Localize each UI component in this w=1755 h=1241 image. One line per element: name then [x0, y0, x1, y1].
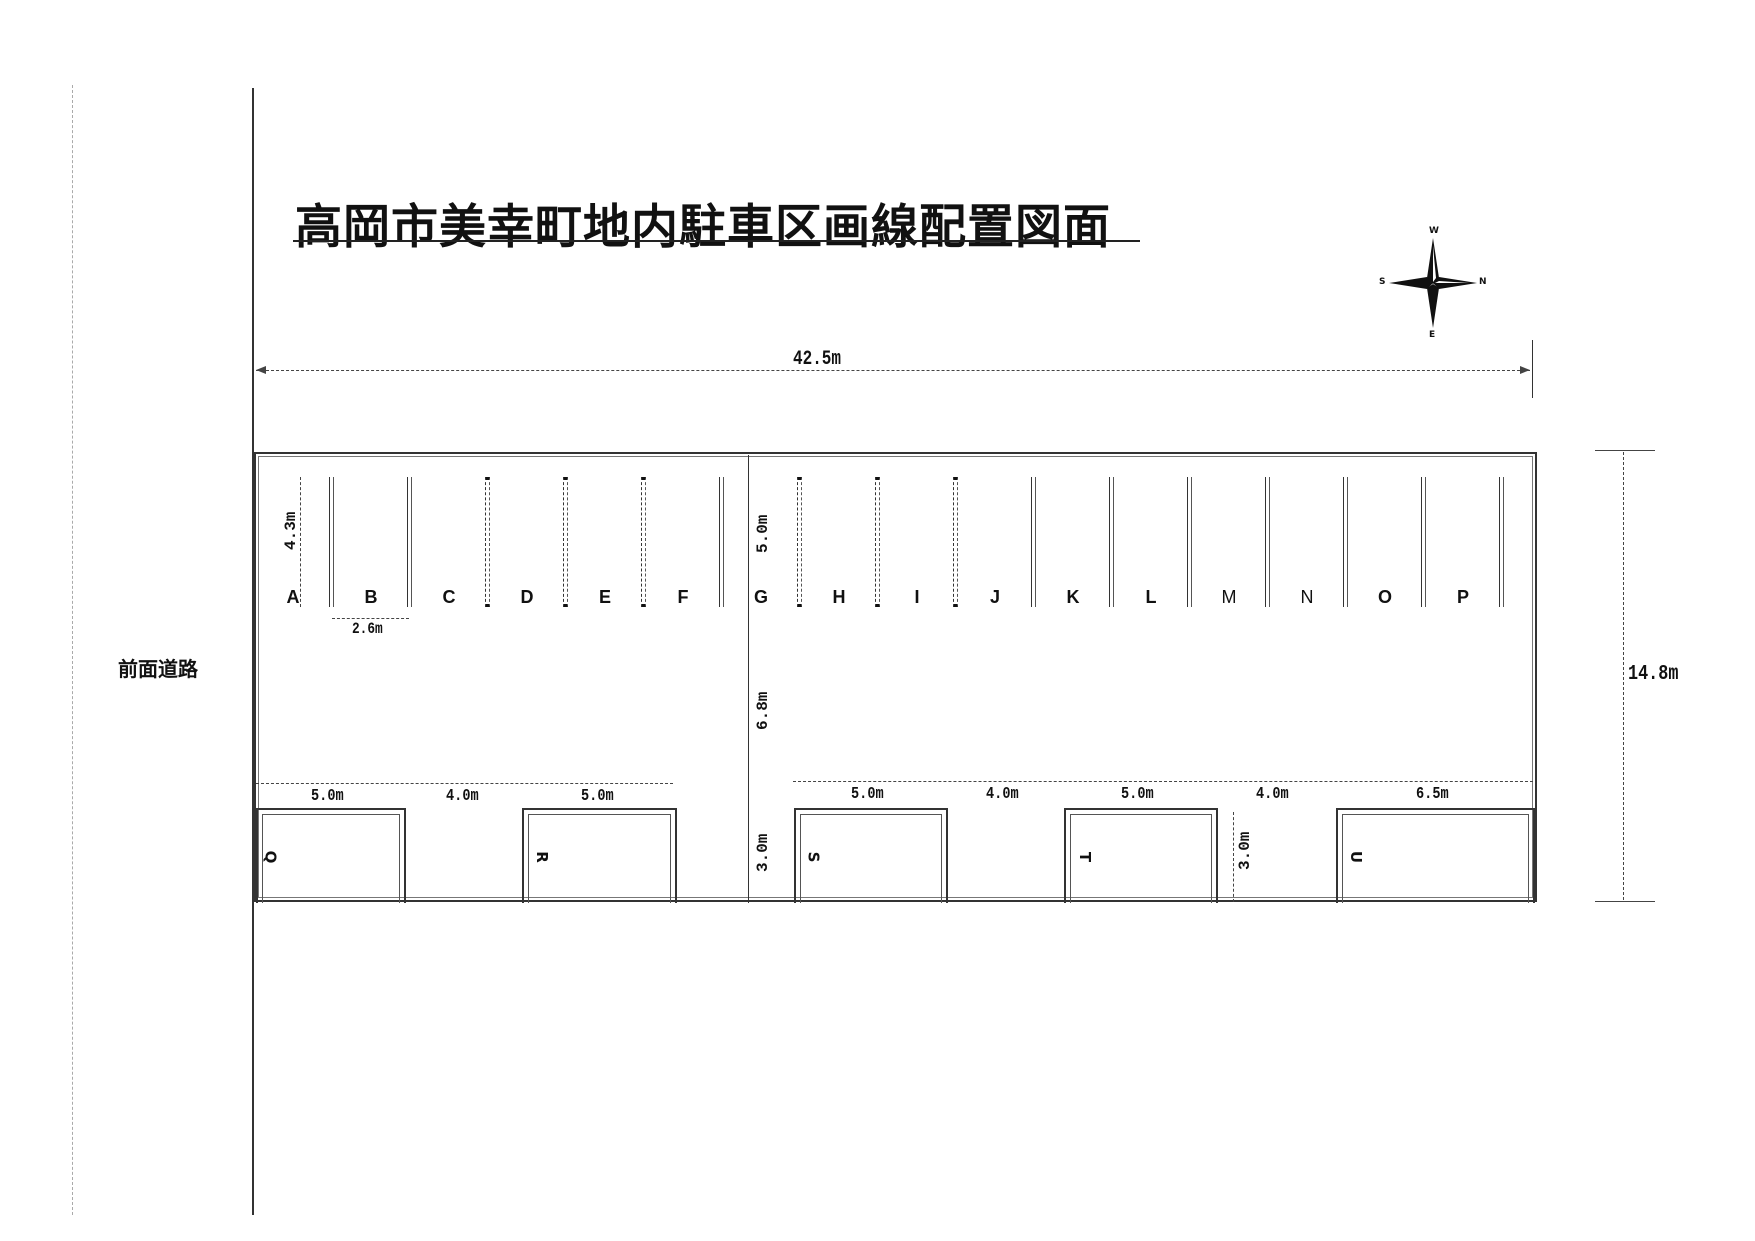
bottom-depth-label-2: 3.0m	[1236, 831, 1254, 870]
bottom-width-label: 4.0m	[446, 787, 479, 806]
bottom-dim-line-left	[256, 783, 673, 784]
space-label-t: T	[1076, 851, 1095, 863]
stall-label-f: F	[677, 587, 689, 607]
width-dim-line	[256, 370, 1530, 371]
depth-ext-top	[1595, 450, 1655, 451]
stall-divider	[485, 477, 490, 607]
stall-divider	[1499, 477, 1504, 607]
space-label-s: S	[804, 851, 823, 863]
stall-label-k: K	[1066, 587, 1080, 607]
aisle-depth-label: 6.8m	[754, 691, 772, 730]
stall-label-d: D	[520, 587, 534, 607]
bottom-width-label: 5.0m	[581, 787, 614, 806]
compass-n-label: N	[1479, 277, 1487, 287]
front-road-label: 前面道路	[118, 657, 198, 681]
bottom-width-label: 6.5m	[1416, 785, 1449, 804]
compass-icon	[1389, 238, 1477, 328]
bottom-width-label: 5.0m	[851, 785, 884, 804]
bottom-dim-line-right	[793, 781, 1533, 782]
bottom-space-u	[1336, 808, 1535, 903]
parking-lot-inner-line	[258, 456, 1533, 898]
bottom-depth-line-2	[1233, 812, 1234, 902]
bottom-depth-label-1: 3.0m	[754, 833, 772, 872]
bottom-space-q	[256, 808, 406, 903]
stall-depth-left-label: 4.3m	[282, 511, 300, 550]
stall-divider	[641, 477, 646, 607]
lot-center-divider	[748, 455, 749, 903]
stall-label-g: G	[753, 587, 769, 607]
stall-divider	[875, 477, 880, 607]
stall-depth-right-label: 5.0m	[754, 514, 772, 553]
stall-label-b: B	[364, 587, 378, 607]
stall-label-e: E	[598, 587, 612, 607]
bottom-width-label: 5.0m	[1121, 785, 1154, 804]
bottom-width-label: 5.0m	[311, 787, 344, 806]
bottom-width-label: 4.0m	[986, 785, 1019, 804]
width-arrow-left	[256, 366, 266, 374]
stall-label-o: O	[1377, 587, 1393, 607]
stall-label-n: N	[1300, 587, 1314, 607]
width-arrow-right	[1520, 366, 1530, 374]
stall-depth-left-line	[300, 477, 301, 607]
margin-guide-line	[72, 85, 73, 1215]
drawing-title: 高岡市美幸町地内駐車区画線配置図面	[295, 200, 1111, 255]
bottom-width-label: 4.0m	[1256, 785, 1289, 804]
stall-divider	[407, 477, 412, 607]
width-ext-right	[1532, 340, 1533, 398]
compass-s-label: S	[1379, 277, 1386, 287]
stall-label-l: L	[1145, 587, 1157, 607]
stall-label-i: I	[914, 587, 920, 607]
space-label-r: R	[532, 851, 551, 863]
stall-divider	[719, 477, 724, 607]
parking-lot-boundary	[254, 452, 1537, 902]
stall-width-label: 2.6m	[352, 620, 383, 638]
stall-width-dim-line	[332, 618, 409, 619]
stall-label-p: P	[1456, 587, 1470, 607]
stall-label-a: A	[286, 587, 300, 607]
total-depth-label: 14.8m	[1628, 663, 1679, 686]
space-label-q: Q	[261, 850, 280, 864]
bottom-space-s	[794, 808, 948, 903]
space-label-u: U	[1347, 850, 1366, 864]
bottom-space-t	[1064, 808, 1218, 903]
depth-dim-line	[1623, 452, 1624, 900]
compass-w-label: W	[1429, 226, 1439, 236]
stall-divider	[1421, 477, 1426, 607]
compass-rose: W S N E	[1379, 226, 1487, 340]
stall-divider	[1343, 477, 1348, 607]
stall-label-c: C	[442, 587, 456, 607]
stall-divider	[1187, 477, 1192, 607]
stall-divider	[329, 477, 334, 607]
stall-divider	[953, 477, 958, 607]
stall-divider	[797, 477, 802, 607]
total-width-label: 42.5m	[793, 348, 842, 371]
stall-divider	[1265, 477, 1270, 607]
stall-divider	[1109, 477, 1114, 607]
stall-divider	[563, 477, 568, 607]
stall-label-m: M	[1221, 587, 1237, 607]
depth-ext-bottom	[1595, 901, 1655, 902]
stall-label-j: J	[989, 587, 1001, 607]
stall-divider	[1031, 477, 1036, 607]
front-road-line	[252, 88, 254, 1215]
compass-e-label: E	[1429, 330, 1436, 340]
bottom-space-r	[522, 808, 677, 903]
stall-label-h: H	[832, 587, 846, 607]
title-underline	[293, 240, 1140, 242]
